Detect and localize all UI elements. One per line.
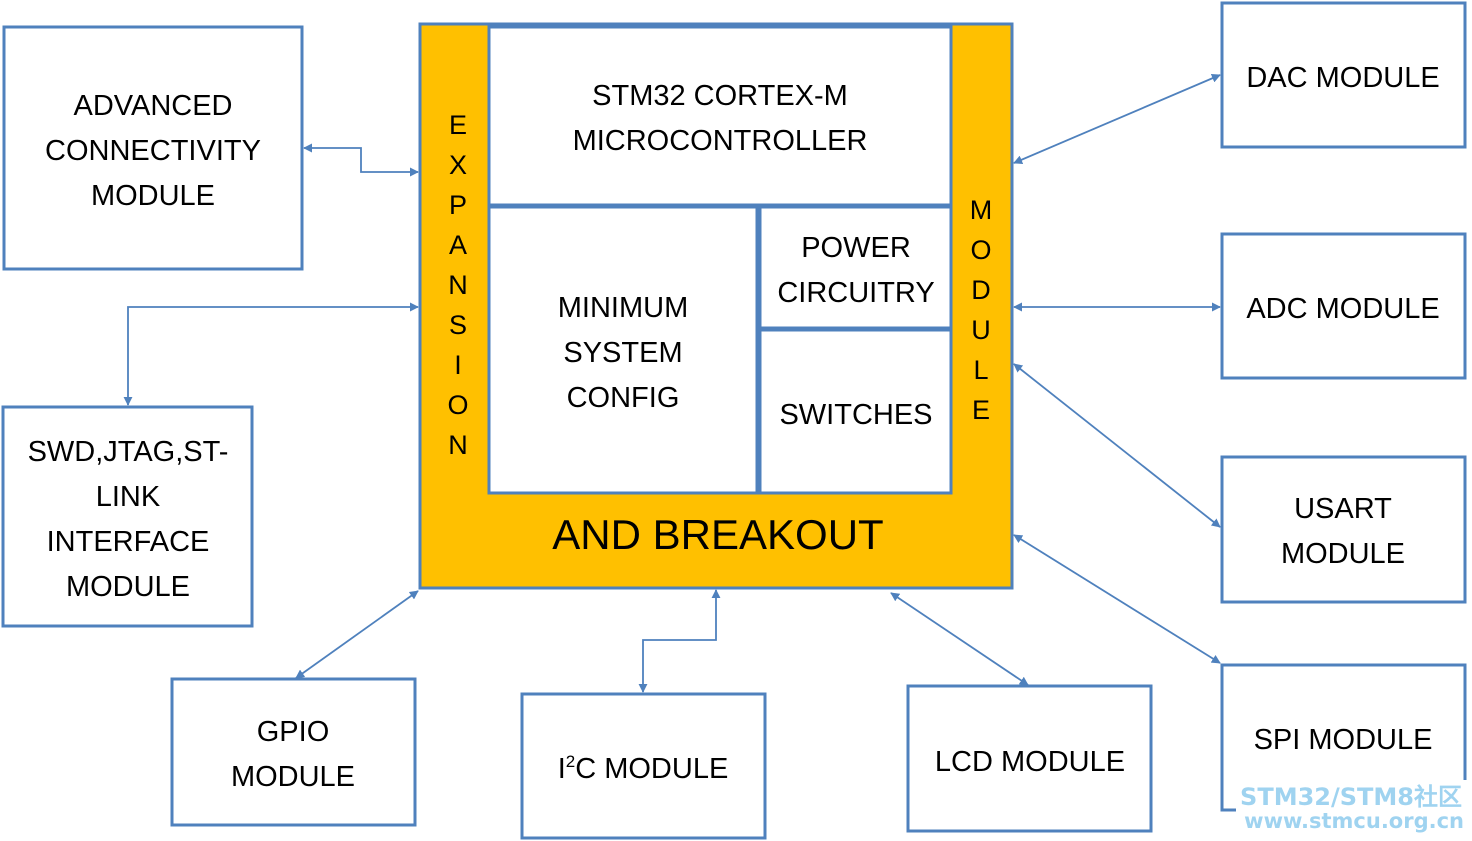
label: I2C MODULE (558, 752, 729, 785)
watermark-line-2: www.stmcu.org.cn (1244, 809, 1464, 833)
expansion-vertical-label: E X P A N S I O N (447, 110, 468, 460)
letter: I (454, 350, 462, 380)
letter: N (448, 430, 468, 460)
adc-module: ADC MODULE (1220, 232, 1467, 380)
label: ADC MODULE (1246, 293, 1439, 325)
label: MODULE (1281, 538, 1405, 570)
power-box (758, 205, 953, 330)
letter: A (449, 230, 467, 260)
letter: D (971, 275, 991, 305)
min-system-label-2: SYSTEM (563, 337, 682, 369)
mcu-label-1: STM32 CORTEX-M (592, 80, 848, 112)
letter: S (449, 310, 467, 340)
dac-module: DAC MODULE (1220, 1, 1467, 149)
connectors (123, 74, 1221, 693)
gpio-module: GPIO MODULE (170, 677, 417, 827)
min-system-label-1: MINIMUM (558, 292, 688, 324)
letter: U (971, 315, 991, 345)
swd-jtag-module: SWD,JTAG,ST- LINK INTERFACE MODULE (1, 405, 254, 628)
label: LINK (96, 481, 161, 513)
letter: O (970, 235, 991, 265)
label: GPIO (257, 716, 330, 748)
module-vertical-label: M O D U L E (970, 195, 993, 425)
label: MODULE (66, 571, 190, 603)
min-system-label-3: CONFIG (567, 382, 680, 414)
expansion-module: STM32 CORTEX-M MICROCONTROLLER MINIMUM S… (418, 22, 1014, 590)
watermark: STM32/STM8社区 www.stmcu.org.cn (1236, 780, 1472, 841)
mcu-label-2: MICROCONTROLLER (573, 125, 868, 157)
label: SWD,JTAG,ST- (28, 436, 229, 468)
arrow-i2c (638, 589, 721, 693)
letter: E (449, 110, 467, 140)
power-label-2: CIRCUITRY (777, 277, 934, 309)
label: ADVANCED (74, 90, 233, 122)
breakout-label: AND BREAKOUT (552, 511, 883, 558)
letter: M (970, 195, 993, 225)
arrow-dac (1013, 74, 1221, 164)
label: MODULE (231, 761, 355, 793)
label: USART (1294, 493, 1392, 525)
letter: P (449, 190, 467, 220)
label: INTERFACE (47, 526, 210, 558)
label: LCD MODULE (935, 746, 1125, 778)
label: SPI MODULE (1254, 724, 1433, 756)
min-system-box (487, 205, 759, 495)
letter: X (449, 150, 467, 180)
switches-label: SWITCHES (779, 399, 932, 431)
advanced-connectivity-module: ADVANCED CONNECTIVITY MODULE (2, 25, 304, 271)
lcd-module: LCD MODULE (906, 684, 1153, 833)
arrow-lcd (890, 592, 1029, 686)
mcu-box (487, 25, 953, 207)
switches-box (758, 328, 953, 495)
label: MODULE (91, 180, 215, 212)
label: CONNECTIVITY (45, 135, 261, 167)
arrow-gpio (295, 590, 419, 679)
usart-module: USART MODULE (1220, 455, 1467, 604)
power-label-1: POWER (801, 232, 911, 264)
arrow-advanced (303, 143, 419, 177)
arrow-swd (123, 302, 419, 406)
letter: O (447, 390, 468, 420)
i2c-module: I2C MODULE (520, 692, 767, 840)
arrow-usart (1013, 363, 1221, 528)
letter: N (448, 270, 468, 300)
letter: L (973, 355, 988, 385)
label: DAC MODULE (1246, 62, 1439, 94)
letter: E (972, 395, 990, 425)
watermark-line-1: STM32/STM8社区 (1240, 783, 1462, 811)
arrow-spi (1013, 534, 1221, 664)
